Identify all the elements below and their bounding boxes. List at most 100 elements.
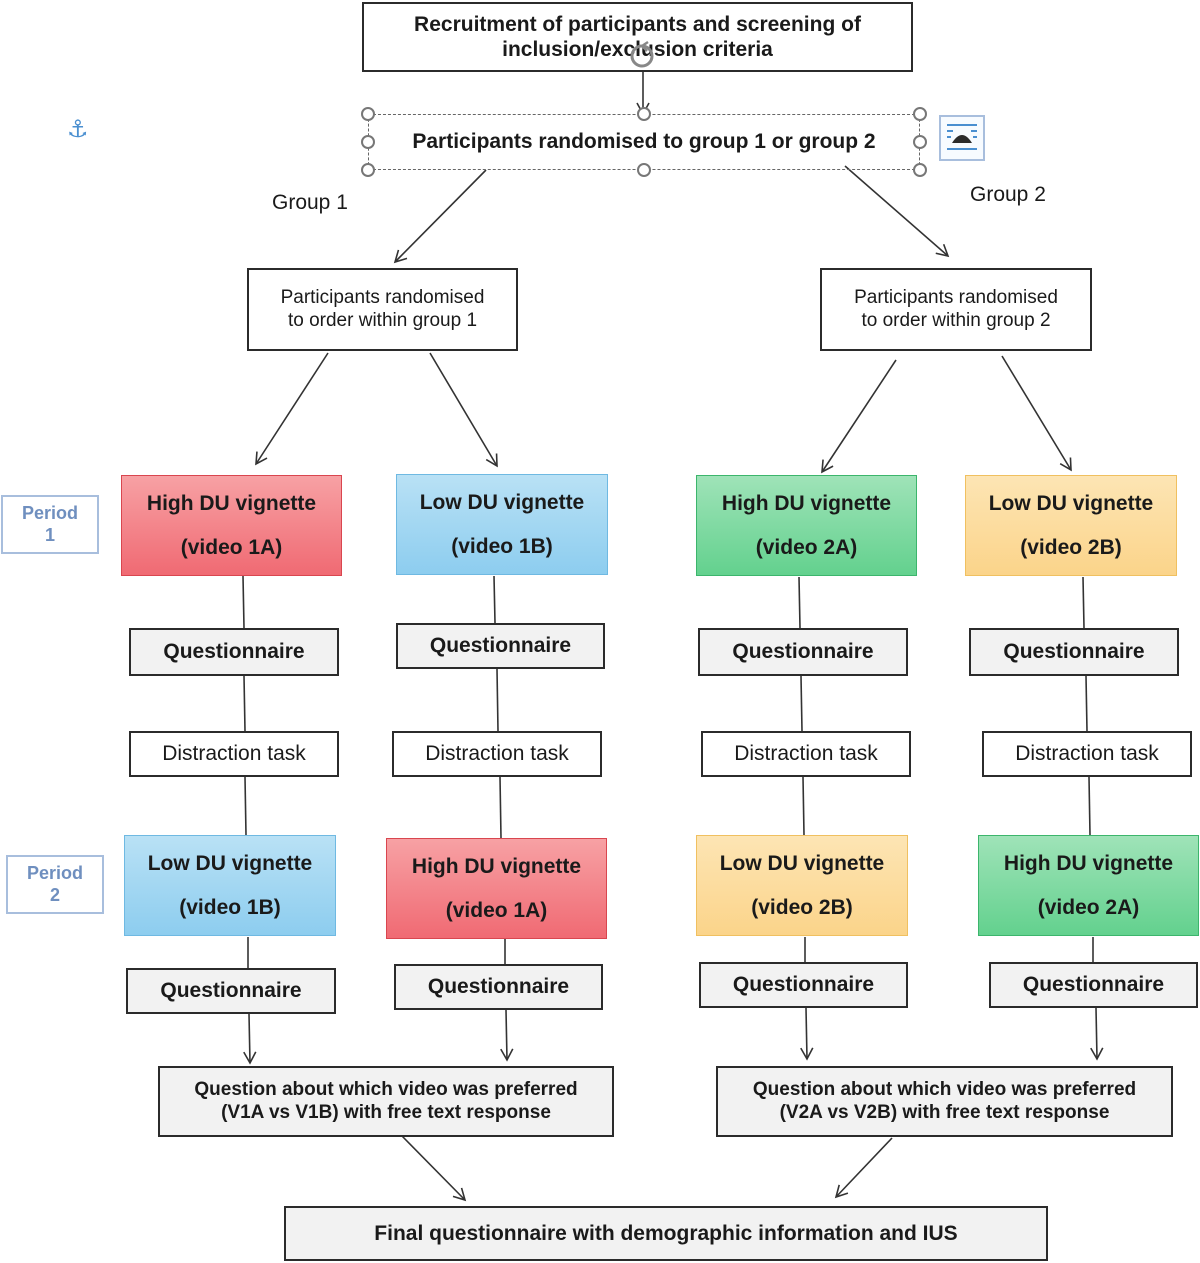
selection-handle-mr[interactable]: [913, 135, 927, 149]
distraction-task-col2: Distraction task: [392, 731, 602, 777]
video-box-col4-period2: High DU vignette (video 2A): [978, 835, 1199, 936]
video-title: Low DU vignette: [419, 491, 585, 515]
video-box-col3-period1: High DU vignette (video 2A): [696, 475, 917, 576]
video-box-col1-period2: Low DU vignette (video 1B): [124, 835, 336, 936]
video-subtitle: (video 2A): [1037, 895, 1140, 919]
questionnaire-text: Questionnaire: [429, 634, 572, 658]
questionnaire-col3-period1: Questionnaire: [698, 628, 908, 676]
arrow-g2-col3: [821, 359, 897, 474]
line-c4-c: [1088, 776, 1091, 836]
final-questionnaire-box: Final questionnaire with demographic inf…: [284, 1206, 1048, 1261]
order-g1-line-2: to order within group 1: [287, 309, 478, 331]
questionnaire-text: Questionnaire: [1022, 973, 1165, 997]
questionnaire-col3-period2: Questionnaire: [699, 962, 908, 1008]
randomise-box[interactable]: Participants randomised to group 1 or gr…: [372, 118, 916, 166]
questionnaire-text: Questionnaire: [732, 973, 875, 997]
arrow-c1-pref: [243, 1013, 257, 1065]
arrow-c2-pref: [500, 1009, 514, 1062]
selection-handle-ml[interactable]: [361, 135, 375, 149]
rotate-handle-icon[interactable]: [626, 40, 658, 72]
questionnaire-text: Questionnaire: [160, 979, 302, 1003]
group-2-label: Group 2: [970, 183, 1046, 206]
questionnaire-text: Questionnaire: [1003, 640, 1145, 664]
questionnaire-col4-period1: Questionnaire: [969, 628, 1179, 676]
order-within-group-1-box: Participants randomised to order within …: [247, 268, 518, 351]
line-c2-b: [496, 668, 499, 732]
preference-g2-line-1: Question about which video was preferred: [752, 1078, 1137, 1100]
arrow-pref1-final: [401, 1135, 467, 1202]
period-2-number: 2: [49, 884, 60, 905]
distraction-task-col3: Distraction task: [701, 731, 911, 777]
questionnaire-col1-period2: Questionnaire: [126, 968, 336, 1014]
selection-handle-tr[interactable]: [913, 107, 927, 121]
video-subtitle: (video 2B): [751, 895, 853, 919]
arrow-pref2-final: [834, 1137, 893, 1199]
arrow-g1-col2: [429, 352, 498, 468]
selection-handle-tm[interactable]: [637, 107, 651, 121]
recruitment-line-1: Recruitment of participants and screenin…: [414, 12, 861, 36]
distraction-text: Distraction task: [162, 742, 306, 766]
selection-handle-br[interactable]: [913, 163, 927, 177]
layout-options-icon[interactable]: [939, 115, 985, 161]
line-c3-c: [802, 776, 805, 836]
video-subtitle: (video 2A): [755, 535, 858, 559]
video-subtitle: (video 2B): [1020, 535, 1122, 559]
video-subtitle: (video 1A): [445, 898, 548, 922]
questionnaire-col1-period1: Questionnaire: [129, 628, 339, 676]
selection-handle-bm[interactable]: [637, 163, 651, 177]
order-g2-line-2: to order within group 2: [861, 309, 1051, 331]
questionnaire-text: Questionnaire: [163, 640, 305, 664]
preference-question-group-1: Question about which video was preferred…: [158, 1066, 614, 1137]
distraction-task-col1: Distraction task: [129, 731, 339, 777]
video-box-col2-period2: High DU vignette (video 1A): [386, 838, 607, 939]
period-2-word: Period: [26, 862, 83, 883]
video-title: High DU vignette: [1003, 852, 1174, 876]
order-g2-line-1: Participants randomised: [854, 286, 1058, 308]
preference-g1-line-1: Question about which video was preferred: [194, 1078, 578, 1100]
selection-handle-bl[interactable]: [361, 163, 375, 177]
line-c1-a: [242, 575, 245, 629]
distraction-text: Distraction task: [425, 742, 569, 766]
period-1-word: Period: [21, 502, 78, 523]
line-c2-c: [499, 776, 502, 839]
video-box-col3-period2: Low DU vignette (video 2B): [696, 835, 908, 936]
arrow-g2-col4: [1001, 355, 1072, 472]
preference-g1-line-2: (V1A vs V1B) with free text response: [221, 1101, 551, 1123]
video-box-col2-period1: Low DU vignette (video 1B): [396, 474, 608, 575]
line-c2-a: [493, 575, 496, 624]
questionnaire-col2-period2: Questionnaire: [394, 964, 603, 1010]
line-c1-c: [244, 776, 247, 836]
recruitment-box: Recruitment of participants and screenin…: [362, 2, 913, 72]
video-title: High DU vignette: [721, 492, 892, 516]
distraction-task-col4: Distraction task: [982, 731, 1192, 777]
arrow-g1-col1: [255, 352, 329, 466]
randomise-text: Participants randomised to group 1 or gr…: [412, 130, 876, 154]
preference-question-group-2: Question about which video was preferred…: [716, 1066, 1173, 1137]
arrow-to-group1: [393, 169, 487, 264]
video-subtitle: (video 1A): [180, 535, 283, 559]
video-title: Low DU vignette: [719, 852, 885, 876]
line-c4-a: [1082, 576, 1085, 629]
anchor-icon: ⚓: [67, 116, 89, 143]
video-box-col4-period1: Low DU vignette (video 2B): [965, 475, 1177, 576]
questionnaire-col2-period1: Questionnaire: [396, 623, 605, 669]
arrow-to-group2: [844, 165, 950, 258]
arrow-c4-pref: [1090, 1007, 1104, 1061]
questionnaire-col4-period2: Questionnaire: [989, 962, 1198, 1008]
video-title: High DU vignette: [411, 855, 582, 879]
video-box-col1-period1: High DU vignette (video 1A): [121, 475, 342, 576]
distraction-text: Distraction task: [1015, 742, 1159, 766]
questionnaire-text: Questionnaire: [732, 640, 874, 664]
line-c4-b: [1085, 675, 1088, 732]
selection-handle-tl[interactable]: [361, 107, 375, 121]
arrow-c3-pref: [800, 1007, 814, 1061]
final-questionnaire-text: Final questionnaire with demographic inf…: [374, 1221, 958, 1245]
group-1-label: Group 1: [272, 191, 348, 214]
distraction-text: Distraction task: [734, 742, 878, 766]
line-c1-b: [243, 675, 246, 732]
preference-g2-line-2: (V2A vs V2B) with free text response: [779, 1101, 1110, 1123]
recruitment-line-2: inclusion/exclusion criteria: [502, 38, 773, 61]
period-1-number: 1: [44, 524, 55, 545]
video-title: Low DU vignette: [147, 852, 313, 876]
